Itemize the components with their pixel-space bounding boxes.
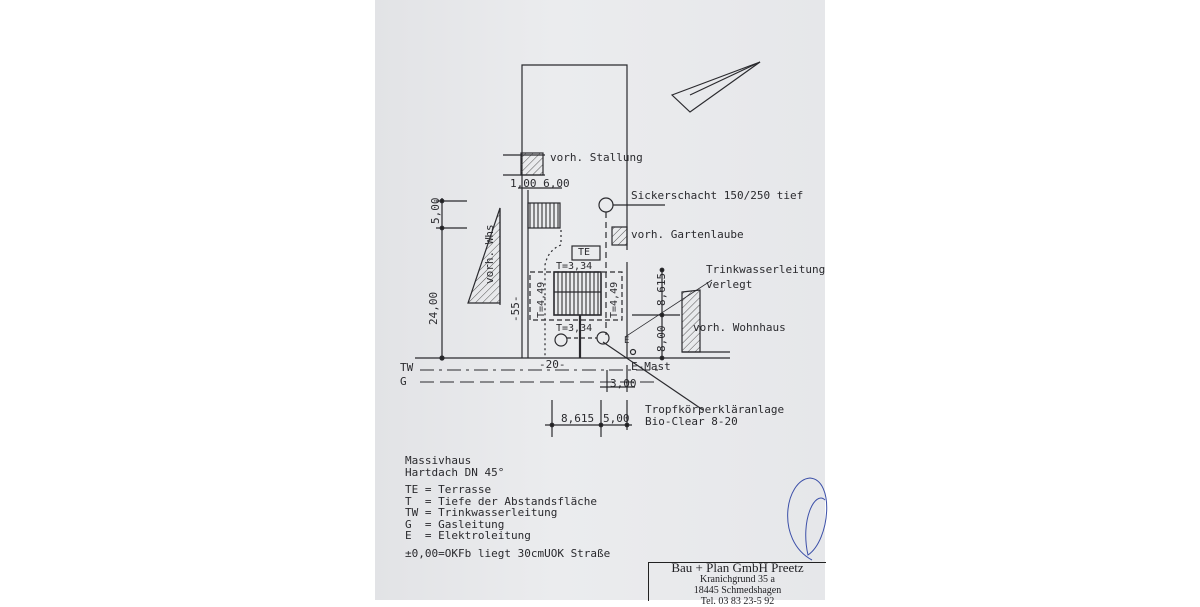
label-whs: vorh. Whs <box>483 224 496 284</box>
label-bioclear: Bio-Clear 8-20 <box>645 415 738 428</box>
label-tw: TW <box>400 361 414 374</box>
dim-300: 3,00 <box>610 377 637 390</box>
legend-item: TE = Terrasse <box>405 483 492 496</box>
label-te: TE <box>578 247 591 258</box>
dim-5: 5,00 <box>429 197 442 225</box>
plot-boundary <box>521 64 628 358</box>
label-e-mast: E-Mast <box>631 360 671 373</box>
dim-24: 24,00 <box>427 291 440 325</box>
sickerschacht-circle <box>598 197 614 213</box>
label-e: E <box>624 336 630 346</box>
label-t-top: T=3,34 <box>556 261 593 272</box>
label-tropf: Tropfkörperkläranlage <box>645 403 785 416</box>
dim-8615: 8,615 <box>655 272 668 306</box>
dim-bottom-1: 8,615 <box>561 412 595 425</box>
legend-note: ±0,00=OKFb liegt 30cmUOK Straße <box>405 546 611 560</box>
label-wohnhaus: vorh. Wohnhaus <box>693 321 786 334</box>
stamp-phone: Tel. 03 83 23-5 92 <box>700 596 775 607</box>
label-gartenlaube: vorh. Gartenlaube <box>631 228 744 241</box>
dim-bottom-2: 5,00 <box>603 412 630 425</box>
label-t-right: T=4,49 <box>609 281 620 318</box>
label-trinkwasser: Trinkwasserleitung <box>706 263 826 276</box>
legend-item: E = Elektroleitung <box>405 529 531 542</box>
stamp-city: 18445 Schmedshagen <box>693 585 782 596</box>
stamp-company: Bau + Plan GmbH Preetz <box>671 560 804 575</box>
dim-top: 1,00 6,00 <box>510 177 570 190</box>
label-t-left: T=4,49 <box>536 281 547 318</box>
label-t-bottom: T=3,34 <box>556 323 593 334</box>
legend-house-type: Massivhaus <box>405 454 472 467</box>
stamp-street: Kranichgrund 35 a <box>700 574 775 585</box>
stallung-building <box>520 152 544 176</box>
house <box>553 271 602 316</box>
label-verlegt: verlegt <box>706 278 753 291</box>
company-stamp: Bau + Plan GmbH Preetz Kranichgrund 35 a… <box>648 560 826 607</box>
legend: Massivhaus Hartdach DN 45° TE = Terrasse… <box>405 455 610 559</box>
label-g: G <box>400 375 407 388</box>
north-arrow-icon <box>670 61 761 113</box>
legend-item: G = Gasleitung <box>405 517 505 531</box>
garage <box>527 202 561 229</box>
gartenlaube-building <box>611 226 628 246</box>
dim-800: 8,00 <box>655 325 668 353</box>
label-stallung: vorh. Stallung <box>550 151 643 164</box>
signature <box>787 477 828 561</box>
dim-55: -55- <box>509 295 522 323</box>
terrace <box>571 245 601 261</box>
abstandsflaeche <box>529 271 623 321</box>
legend-item: TW = Trinkwasserleitung <box>405 506 558 519</box>
label-sickerschacht: Sickerschacht 150/250 tief <box>631 189 804 202</box>
dim-20: -20- <box>539 358 566 371</box>
legend-item: T = Tiefe der Abstandsfläche <box>405 494 598 508</box>
legend-roof: Hartdach DN 45° <box>405 465 505 479</box>
